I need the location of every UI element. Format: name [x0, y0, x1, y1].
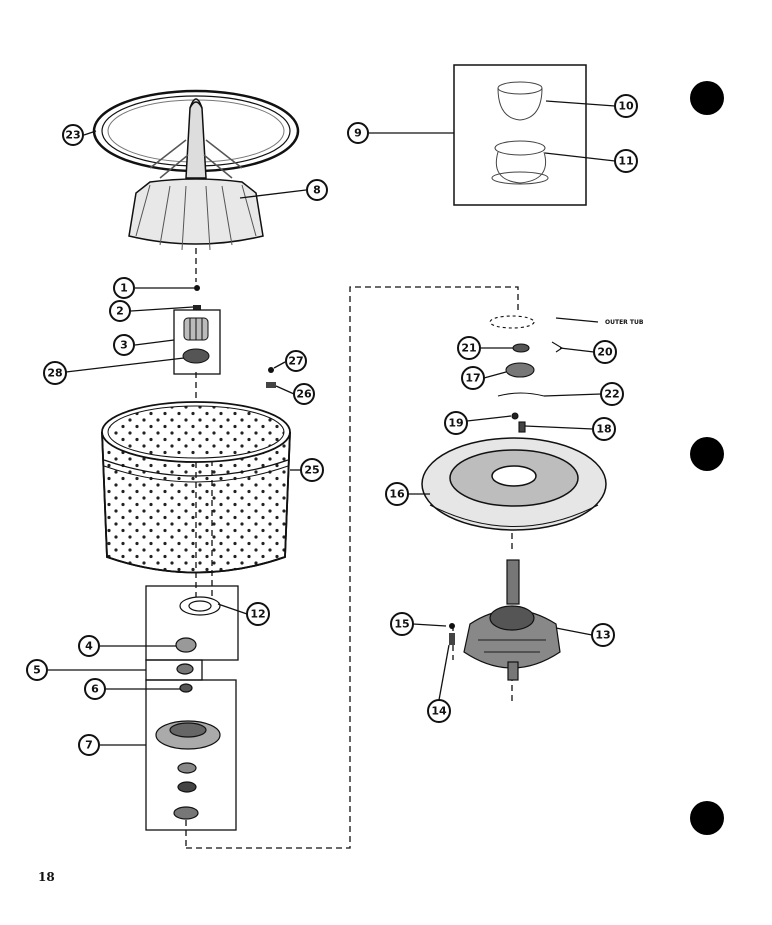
outer-tub-note: OUTER TUB — [605, 319, 644, 326]
callout-18-label: 18 — [596, 423, 611, 436]
callout-13 — [591, 623, 615, 647]
callout-17 — [461, 366, 485, 390]
callout-13-label: 13 — [595, 629, 610, 642]
callout-26-label: 26 — [296, 388, 312, 401]
callout-14-label: 14 — [431, 705, 447, 718]
drive-block-box — [173, 309, 221, 375]
callout-6 — [84, 678, 106, 700]
page-number: 18 — [38, 870, 55, 884]
callout-8-label: 8 — [313, 184, 321, 197]
tub-base — [421, 437, 607, 531]
callout-5 — [26, 659, 48, 681]
leader-lines — [48, 100, 616, 746]
callout-21 — [457, 336, 481, 360]
callout-6-label: 6 — [91, 683, 99, 696]
callout-11 — [614, 149, 638, 173]
callout-5-label: 5 — [33, 664, 41, 677]
hub-parts — [155, 596, 221, 820]
callout-23-label: 23 — [65, 129, 80, 142]
callout-8 — [306, 179, 328, 201]
callout-16 — [385, 482, 409, 506]
callout-16-label: 16 — [389, 488, 405, 501]
cap-parts — [491, 81, 549, 185]
callout-1 — [113, 277, 135, 299]
callout-27-label: 27 — [288, 355, 303, 368]
callout-20 — [593, 340, 617, 364]
callout-2-label: 2 — [116, 305, 124, 318]
callout-4 — [78, 635, 100, 657]
binder-hole-middle — [690, 437, 724, 471]
callout-12 — [246, 602, 270, 626]
kit-box — [453, 64, 587, 206]
callout-25-label: 25 — [304, 464, 319, 477]
callout-22-label: 22 — [604, 388, 619, 401]
callout-11-label: 11 — [618, 155, 633, 168]
binder-hole-top — [690, 81, 724, 115]
callout-28-label: 28 — [47, 367, 62, 380]
callout-7-label: 7 — [85, 739, 93, 752]
base-box — [145, 679, 237, 831]
callout-28 — [43, 361, 67, 385]
callout-18 — [592, 417, 616, 441]
drive-block — [182, 317, 210, 364]
callout-19 — [444, 411, 468, 435]
callout-15 — [390, 612, 414, 636]
callout-22 — [600, 382, 624, 406]
callout-21-label: 21 — [461, 342, 476, 355]
callouts — [26, 94, 638, 756]
callout-15-label: 15 — [394, 618, 409, 631]
callout-9 — [347, 122, 369, 144]
outer-tub-parts — [489, 315, 564, 433]
callout-10 — [614, 94, 638, 118]
callout-20-label: 20 — [597, 346, 613, 359]
callout-12-label: 12 — [250, 608, 265, 621]
wash-basket — [101, 401, 291, 574]
callout-23 — [62, 124, 84, 146]
callout-2 — [109, 300, 131, 322]
bearing-box — [145, 659, 203, 681]
callout-9-label: 9 — [354, 127, 362, 140]
callout-26 — [293, 383, 315, 405]
callout-3-label: 3 — [120, 339, 128, 352]
callout-3 — [113, 334, 135, 356]
callout-10-label: 10 — [618, 100, 634, 113]
callout-25 — [300, 458, 324, 482]
binder-hole-bottom — [690, 801, 724, 835]
callout-17-label: 17 — [465, 372, 480, 385]
transmission — [463, 559, 561, 681]
callout-4-label: 4 — [85, 640, 93, 653]
callout-27 — [285, 350, 307, 372]
agitator-assembly — [92, 89, 300, 251]
callout-14 — [427, 699, 451, 723]
callout-7 — [78, 734, 100, 756]
callout-19-label: 19 — [448, 417, 463, 430]
callout-1-label: 1 — [120, 282, 128, 295]
